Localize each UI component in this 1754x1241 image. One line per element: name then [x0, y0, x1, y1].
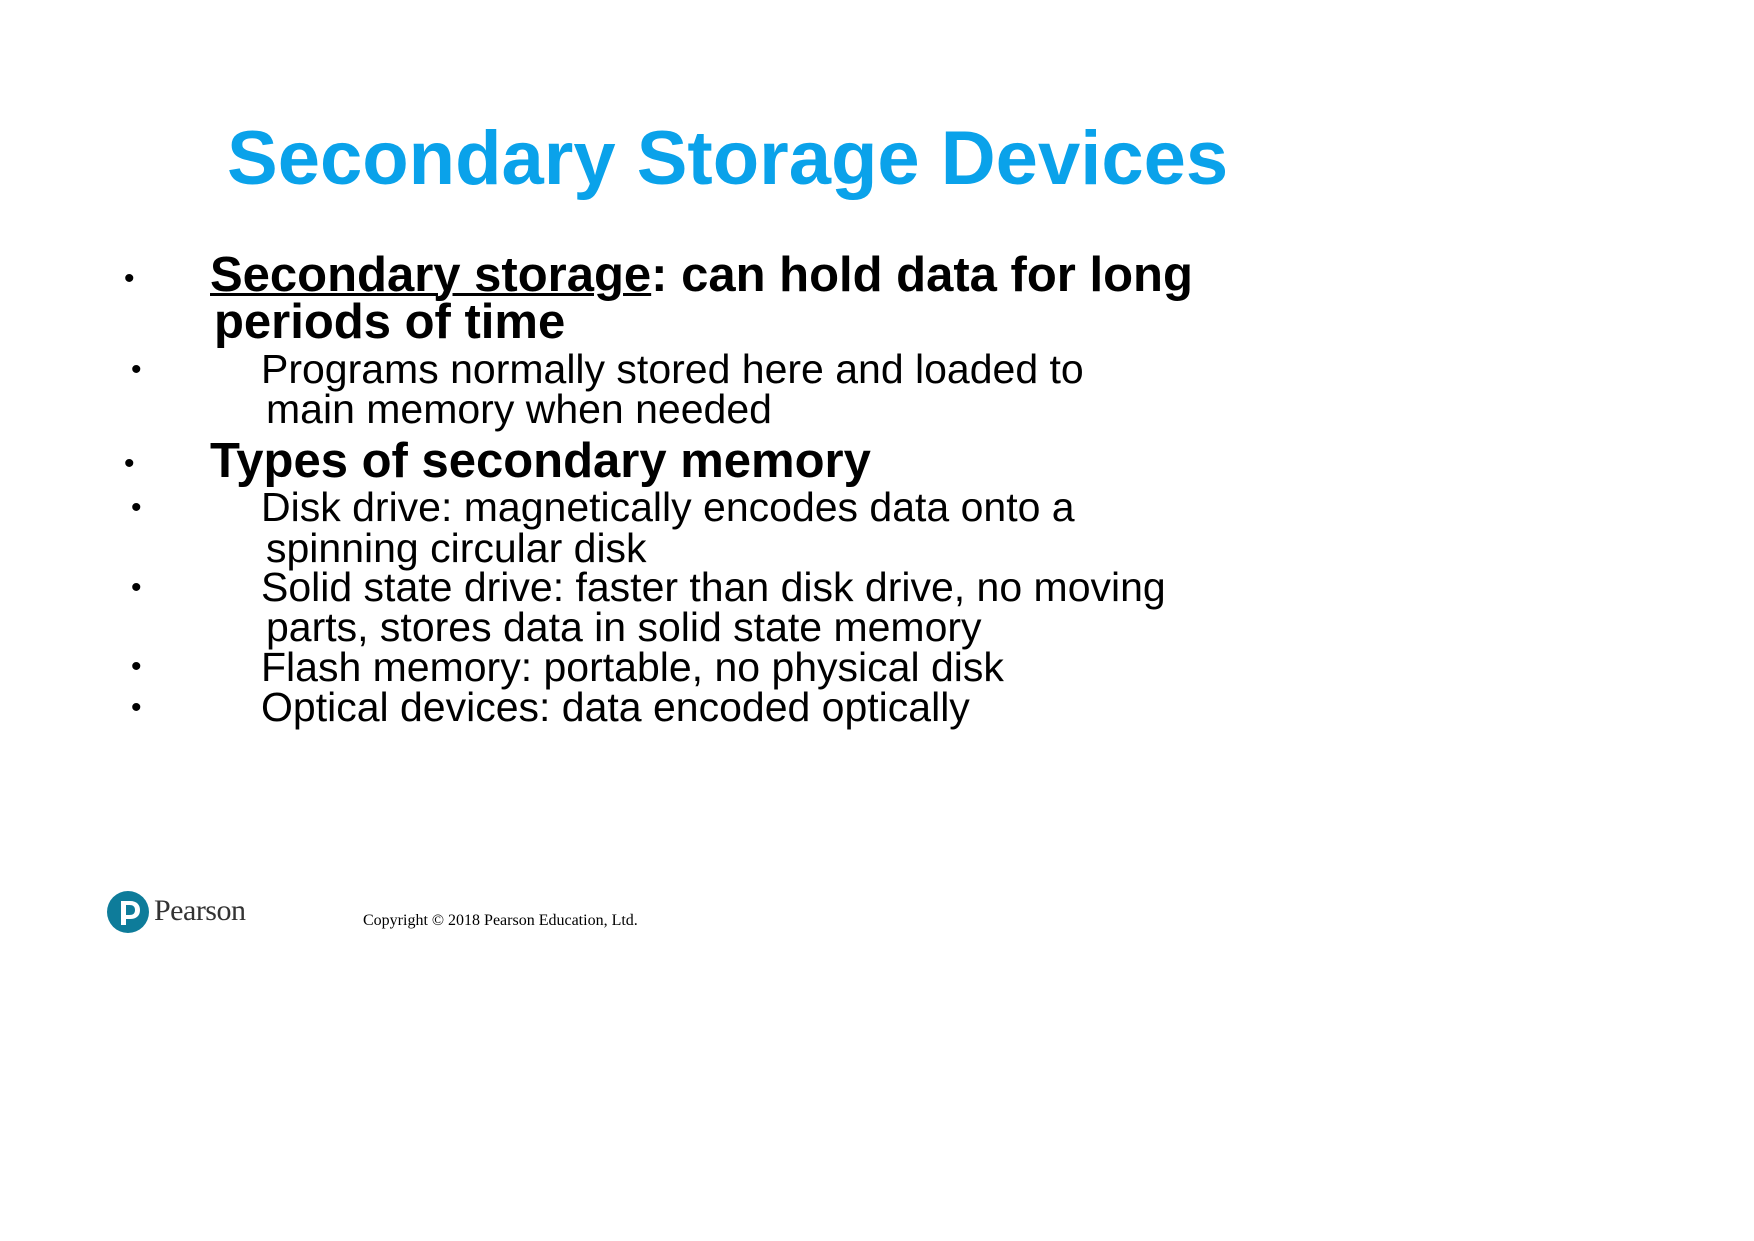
bullet-marker: • [124, 447, 135, 480]
list-item-optical-devices: Optical devices: data encoded optically [261, 684, 970, 730]
pearson-p-icon [107, 891, 149, 933]
list-item-continuation: spinning circular disk [266, 525, 647, 571]
list-item-continuation: main memory when needed [266, 386, 772, 432]
bullet-marker: • [131, 491, 142, 524]
bullet-marker: • [124, 262, 135, 295]
copyright-notice: Copyright © 2018 Pearson Education, Ltd. [363, 912, 638, 929]
pearson-logo-text: Pearson [154, 894, 246, 927]
list-item-flash-memory: Flash memory: portable, no physical disk [261, 644, 1004, 690]
list-item-disk-drive: Disk drive: magnetically encodes data on… [261, 484, 1075, 530]
list-item-continuation: periods of time [214, 295, 566, 349]
list-item-secondary-storage: Secondary storage: can hold data for lon… [210, 251, 1193, 300]
bullet-marker: • [131, 691, 142, 724]
list-item-solid-state-drive: Solid state drive: faster than disk driv… [261, 564, 1166, 610]
list-item-types: Types of secondary memory [210, 434, 871, 488]
term-secondary-storage: Secondary storage [210, 248, 652, 302]
list-item-continuation: parts, stores data in solid state memory [266, 604, 982, 650]
bullet-marker: • [131, 353, 142, 386]
bullet-marker: • [131, 650, 142, 683]
list-item-programs: Programs normally stored here and loaded… [261, 346, 1084, 392]
item-text: : can hold data for long [651, 248, 1193, 302]
bullet-marker: • [131, 571, 142, 604]
slide-title: Secondary Storage Devices [227, 116, 1229, 201]
